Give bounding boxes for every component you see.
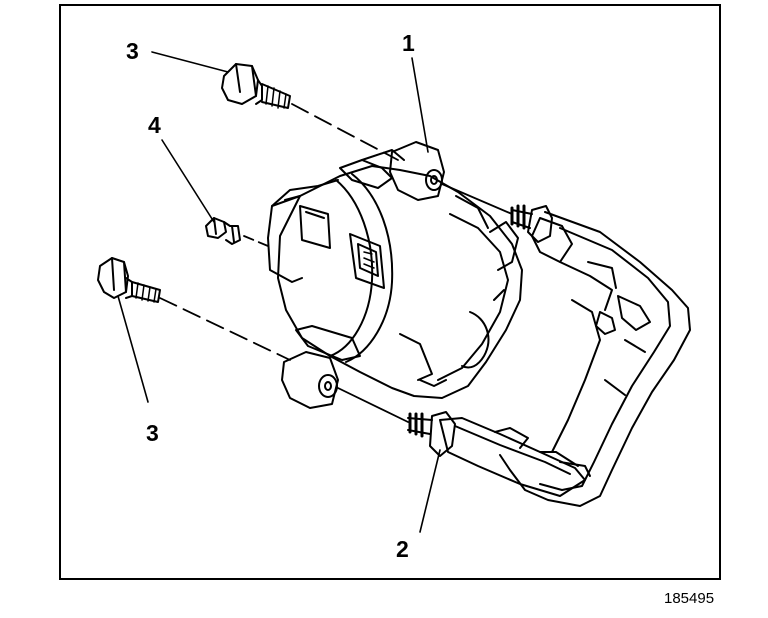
callout-4: 4 [148, 112, 161, 138]
caliper-housing [267, 149, 523, 399]
mounting-bolt-lower [97, 257, 161, 303]
callout-3-upper: 3 [126, 38, 139, 64]
caliper-bushing-lower [281, 351, 339, 409]
callout-2: 2 [396, 536, 409, 562]
figure-number: 185495 [664, 590, 715, 607]
caliper-bushing-upper [389, 141, 445, 201]
mounting-bolt-upper [221, 63, 291, 109]
caliper-mounting-bracket [439, 211, 691, 507]
bleeder-valve [205, 217, 241, 245]
bracket-guide-pin-upper [510, 204, 553, 243]
assembly-lines [159, 103, 513, 423]
callout-1: 1 [402, 30, 415, 56]
callout-leaders [117, 51, 441, 533]
callout-3-lower: 3 [146, 420, 159, 446]
bracket-guide-pin-lower [407, 411, 456, 457]
